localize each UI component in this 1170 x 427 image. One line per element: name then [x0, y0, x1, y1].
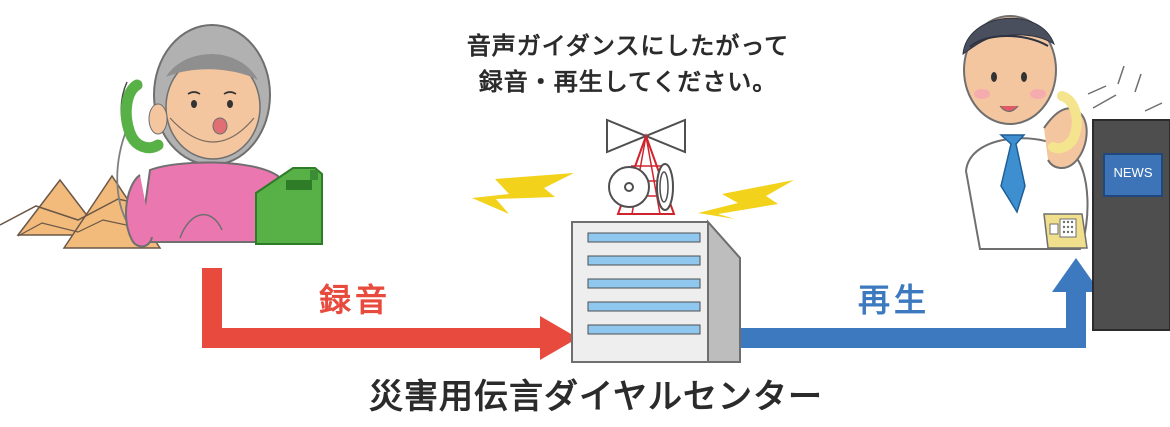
guidance-line-1: 音声ガイダンスにしたがって: [466, 32, 790, 60]
record-label: 録音: [319, 281, 392, 319]
play-arrow-head: [1052, 258, 1100, 292]
signal-right: [698, 180, 794, 219]
guidance-line-2: 録音・再生してください。: [478, 68, 778, 96]
antenna-tower-icon: [606, 118, 686, 215]
green-telephone-icon: [120, 79, 323, 245]
signal-left: [472, 173, 574, 214]
record-arrow: [202, 268, 540, 348]
news-tv-icon: [1092, 119, 1170, 331]
desk-phone-icon: [1043, 213, 1088, 249]
record-arrow-head: [540, 316, 578, 360]
center-title: 災害用伝言ダイヤルセンター: [369, 377, 823, 417]
guidance-text: 音声ガイダンスにしたがって 録音・再生してください。: [438, 28, 818, 100]
elderly-woman-on-phone-icon: [116, 24, 286, 248]
data-center-building-icon: [571, 219, 741, 363]
news-label: NEWS: [1113, 165, 1153, 180]
play-label: 再生: [858, 281, 931, 319]
play-arrow: [740, 292, 1086, 348]
